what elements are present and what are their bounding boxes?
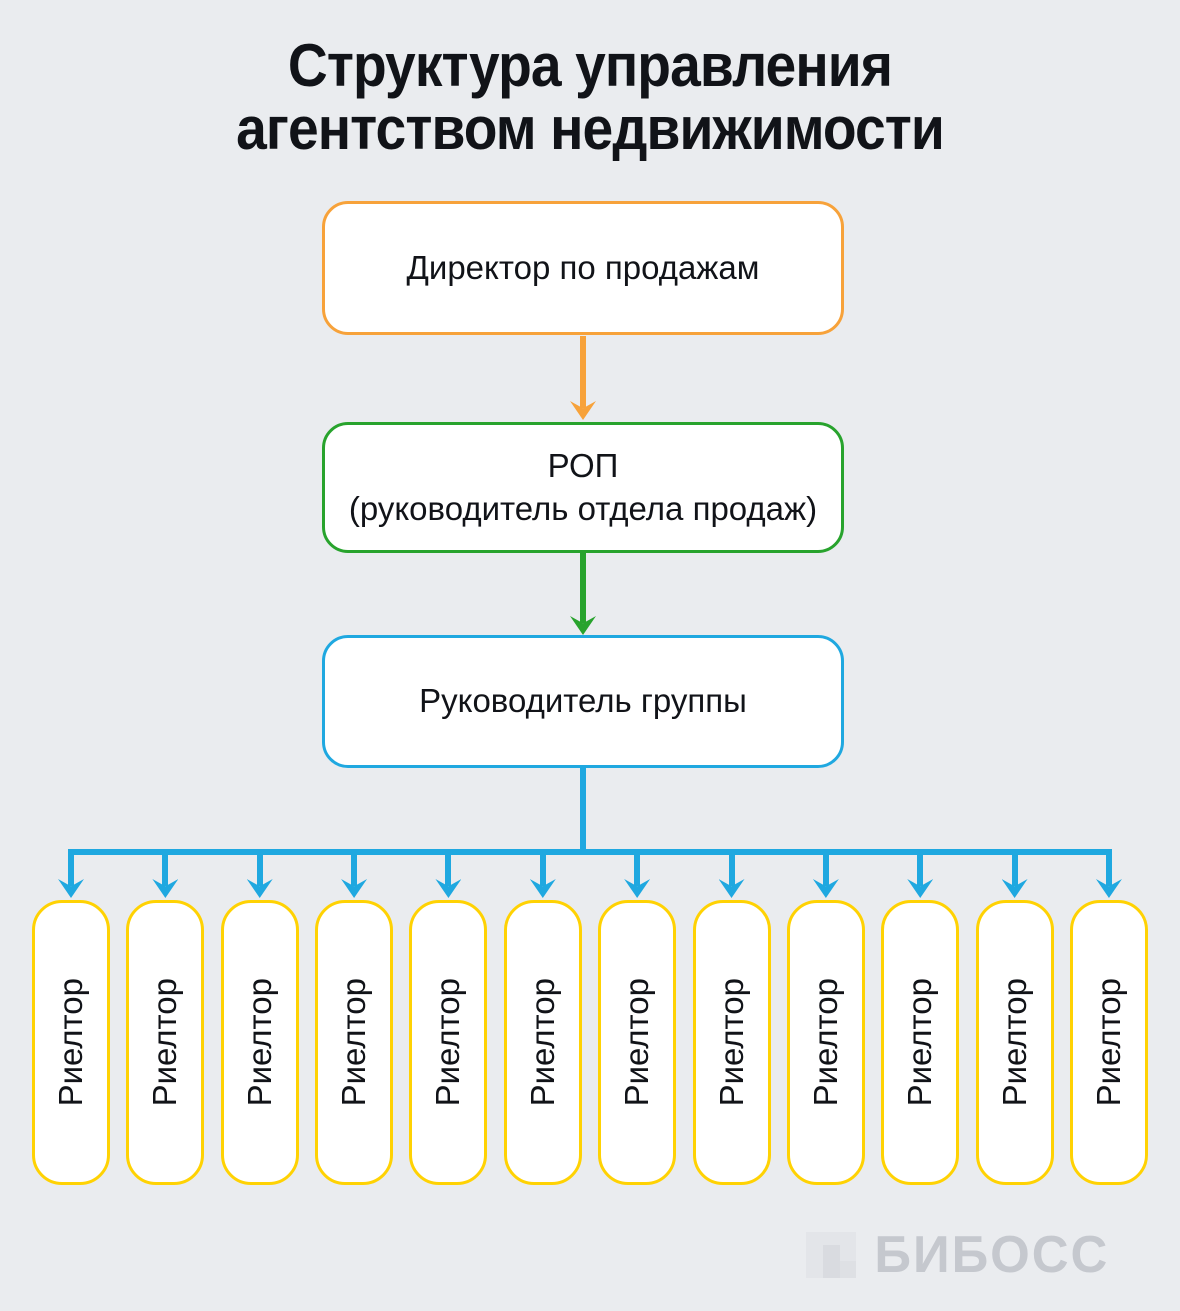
node-realtor: Риелтор [126, 900, 205, 1185]
connector-group-lead-to-split [580, 766, 586, 852]
watermark-text: БИБОСС [874, 1226, 1110, 1284]
biboss-pixel-logo-icon [806, 1232, 857, 1278]
node-realtor-label: Риелтор [335, 978, 373, 1107]
realtor-column: Риелтор [598, 849, 677, 1185]
node-realtor: Риелтор [220, 900, 299, 1185]
arrow-stem [580, 552, 586, 623]
arrow-stem [1105, 849, 1112, 886]
node-realtor-label: Риелтор [146, 978, 184, 1107]
watermark: БИБОСС [806, 1225, 1112, 1285]
node-realtor-label: Риелтор [618, 978, 656, 1107]
node-group-leader-label: Руководитель группы [419, 682, 747, 720]
arrow-stem [256, 849, 263, 886]
arrow-stem [917, 849, 924, 886]
title-line-2: агентством недвижимости [236, 95, 945, 162]
node-realtor: Риелтор [692, 900, 771, 1185]
realtor-branch: Риелтор Риелтор Риелтор [32, 849, 1148, 1185]
realtor-column: Риелтор [503, 849, 582, 1185]
node-realtor: Риелтор [503, 900, 582, 1185]
node-realtor-label: Риелтор [1089, 978, 1127, 1107]
arrow-director-to-rop [570, 336, 596, 420]
arrow-stem [580, 336, 586, 408]
branch-horizontal-line [71, 849, 1109, 855]
realtor-column: Риелтор [975, 849, 1054, 1185]
realtor-column: Риелтор [1069, 849, 1148, 1185]
node-realtor: Риелтор [409, 900, 488, 1185]
node-realtor: Риелтор [598, 900, 677, 1185]
realtor-column: Риелтор [126, 849, 205, 1185]
node-realtor-label: Риелтор [995, 978, 1033, 1107]
arrow-rop-to-group-lead [570, 552, 596, 635]
arrow-stem [445, 849, 452, 886]
page-title: Структура управления агентством недвижим… [0, 34, 1180, 160]
arrow-stem [1011, 849, 1018, 886]
realtor-column: Риелтор [409, 849, 488, 1185]
realtor-columns: Риелтор Риелтор Риелтор [32, 849, 1148, 1185]
node-realtor-label: Риелтор [901, 978, 939, 1107]
node-realtor: Риелтор [315, 900, 394, 1185]
node-realtor: Риелтор [32, 900, 110, 1185]
arrow-stem [634, 849, 641, 886]
node-rop: РОП (руководитель отдела продаж) [322, 422, 844, 553]
realtor-column: Риелтор [220, 849, 299, 1185]
arrow-stem [162, 849, 169, 886]
node-realtor-label: Риелтор [806, 978, 844, 1107]
node-realtor: Риелтор [881, 900, 960, 1185]
node-realtor-label: Риелтор [240, 978, 278, 1107]
node-group-leader: Руководитель группы [322, 635, 844, 768]
realtor-column: Риелтор [32, 849, 110, 1185]
arrow-stem [539, 849, 546, 886]
node-realtor-label: Риелтор [712, 978, 750, 1107]
node-sales-director-label: Директор по продажам [406, 248, 760, 286]
node-realtor: Риелтор [1069, 900, 1148, 1185]
node-realtor-label: Риелтор [429, 978, 467, 1107]
node-sales-director: Директор по продажам [322, 201, 844, 335]
arrow-stem [822, 849, 829, 886]
title-line-1: Структура управления [287, 32, 893, 99]
realtor-column: Риелтор [881, 849, 960, 1185]
node-rop-line-2: (руководитель отдела продаж) [348, 489, 818, 527]
realtor-column: Риелтор [786, 849, 865, 1185]
arrow-stem [728, 849, 735, 886]
node-realtor: Риелтор [786, 900, 865, 1185]
realtor-column: Риелтор [315, 849, 394, 1185]
arrow-stem [68, 849, 74, 886]
node-realtor: Риелтор [975, 900, 1054, 1185]
realtor-column: Риелтор [692, 849, 771, 1185]
node-realtor-label: Риелтор [52, 978, 89, 1107]
node-realtor-label: Риелтор [523, 978, 561, 1107]
node-rop-line-1: РОП [547, 446, 619, 484]
arrow-stem [351, 849, 358, 886]
